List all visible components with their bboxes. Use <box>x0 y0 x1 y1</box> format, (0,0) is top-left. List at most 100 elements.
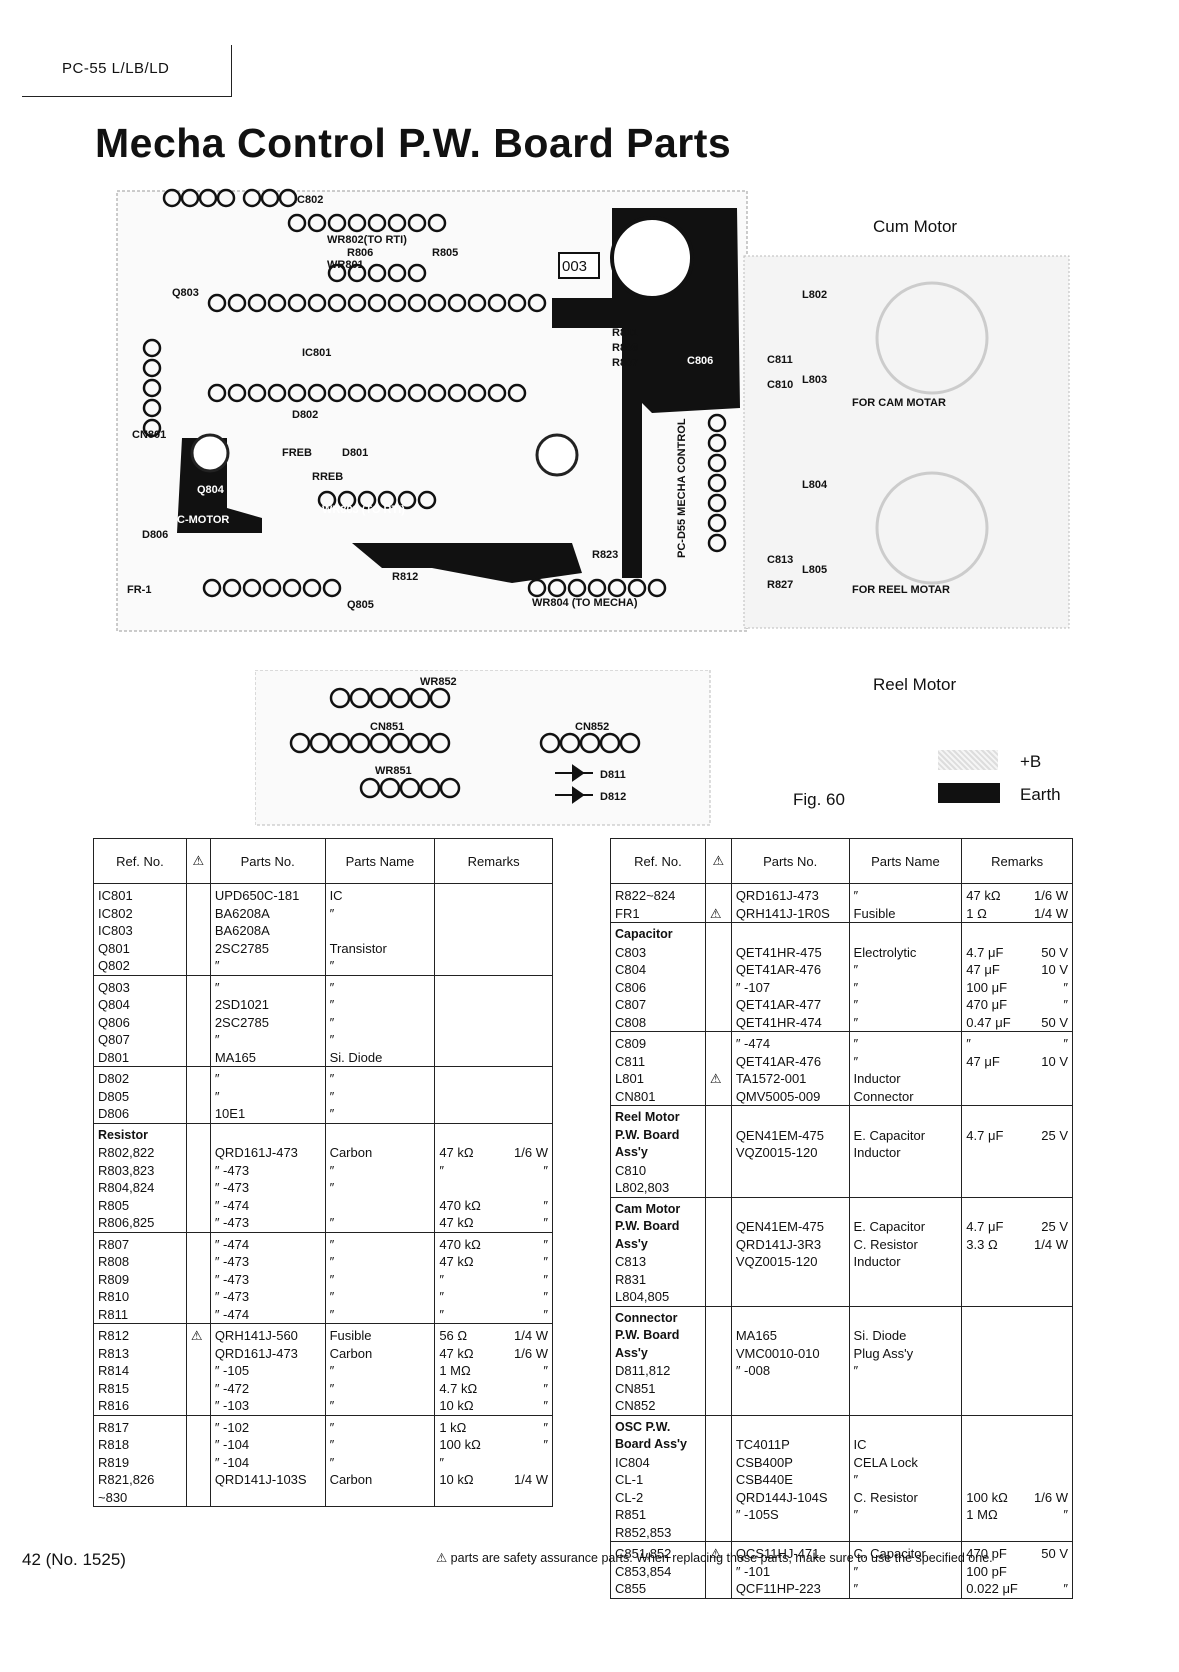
pcb-d802: D802 <box>292 409 318 421</box>
cell-line: ″ <box>329 905 335 921</box>
cell-line: CN851 <box>615 1380 656 1396</box>
safety-cell <box>185 1414 211 1507</box>
cum-motor-label: Cum Motor <box>873 217 958 236</box>
cell-line: R852,853 <box>615 1524 672 1540</box>
pcb-board-name: PC-D55 MECHA CONTROL <box>676 418 688 558</box>
safety-cell <box>185 974 211 1067</box>
col-remarks: Remarks <box>434 838 553 884</box>
cell-line: C851,852 <box>615 1546 672 1561</box>
remark-rating: ″ <box>543 1254 548 1269</box>
pcb-wr803: WR803 (TO RTI) <box>322 504 405 516</box>
remarks-line: ″″ <box>439 1288 548 1306</box>
remark-value: 4.7 μF <box>966 1219 1004 1234</box>
remark-value: 470 kΩ <box>439 1197 481 1213</box>
remark-rating: ″ <box>1063 997 1068 1012</box>
pcb-cn851: CN851 <box>370 721 404 733</box>
remark-value: 4.7 μF <box>966 1127 1004 1143</box>
safety-cell <box>185 1231 211 1324</box>
cell-line: ″ <box>329 1106 335 1121</box>
remark-rating: 1/4 W <box>1034 1236 1068 1252</box>
parts-name-cell: ″″″″″ <box>324 1231 436 1324</box>
cell-line: ″ <box>853 1363 859 1378</box>
pcb-rreb: RREB <box>312 471 343 483</box>
cell-line: ″ <box>853 1507 859 1522</box>
cell-line: C806 <box>615 979 647 995</box>
cell-line: D801 <box>98 1049 130 1065</box>
cell-line: Electrolytic <box>853 944 917 960</box>
remark-value: ″ <box>439 1162 444 1178</box>
safety-cell <box>185 1122 211 1232</box>
cell-line: ″ -474 <box>214 1236 250 1252</box>
cell-line: ⚠ <box>709 1071 722 1086</box>
remark-rating: ″ <box>1063 979 1068 995</box>
section-heading: OSC P.W. Board Ass'y <box>615 1419 687 1452</box>
cell-line: Q807 <box>98 1032 130 1047</box>
legend-earth-label: Earth <box>1020 785 1061 804</box>
page-number: 42 (No. 1525) <box>22 1550 126 1569</box>
cell-line: IC804 <box>615 1454 650 1470</box>
pcb-ic801: IC801 <box>302 347 331 359</box>
pcb-cn852: CN852 <box>575 721 609 733</box>
remark-value: 10 kΩ <box>439 1472 474 1487</box>
col-remarks: Remarks <box>961 838 1073 884</box>
cell-line: ″ <box>329 1071 335 1086</box>
remark-rating: ″ <box>543 1162 548 1178</box>
cell-line: ″ <box>329 1032 335 1047</box>
cell-line: Carbon <box>329 1345 373 1361</box>
cell-line: QRD161J-473 <box>214 1345 298 1361</box>
cell-line: ″ -103 <box>214 1398 250 1413</box>
remark-rating: ″ <box>543 1215 548 1230</box>
pcb-c810: C810 <box>767 379 793 391</box>
remark-value: ″ <box>439 1454 444 1470</box>
cell-line: QMV5005-009 <box>735 1088 821 1104</box>
cell-line: R806,825 <box>98 1215 155 1230</box>
cell-line: FR1 <box>615 905 640 921</box>
remark-value: 100 kΩ <box>439 1437 481 1452</box>
cell-line: ″ -473 <box>214 1254 250 1269</box>
remark-value: ″ <box>966 1036 971 1051</box>
cell-line: ″ -102 <box>214 1419 250 1435</box>
cell-line <box>710 1053 727 1071</box>
cell-line: D811,812 <box>615 1363 671 1378</box>
remark-value: 10 kΩ <box>439 1398 474 1413</box>
cell-line: C813 <box>615 1254 647 1269</box>
cell-line: ″ -101 <box>735 1563 771 1579</box>
cell-line: R819 <box>98 1454 130 1470</box>
remark-rating: 25 V <box>1041 1127 1068 1143</box>
remark-value: 0.022 μF <box>966 1581 1018 1596</box>
cell-line: Si. Diode <box>853 1328 907 1343</box>
cell-line: Q802 <box>98 958 130 973</box>
remark-value: ″ <box>439 1306 444 1322</box>
cell-line: ″ <box>329 1254 335 1269</box>
cell-line: R851 <box>615 1507 647 1522</box>
remarks-line: 100 μF″ <box>966 979 1068 997</box>
cell-line: ″ -107 <box>735 979 771 995</box>
connector-board-diagram: WR852 CN851 CN852 WR851 D811 D812 <box>255 670 711 826</box>
cell-line: R813 <box>98 1345 130 1361</box>
cell-line: QRD141J-103S <box>214 1472 307 1487</box>
cell-line: C808 <box>615 1014 647 1030</box>
cell-line: ″ <box>853 979 859 995</box>
cell-line: ″ -473 <box>214 1289 250 1304</box>
remark-rating: 50 V <box>1041 1014 1068 1030</box>
page-title: Mecha Control P.W. Board Parts <box>95 120 732 166</box>
safety-cell <box>704 1305 732 1415</box>
cell-line: R810 <box>98 1289 130 1304</box>
remark-value: 4.7 kΩ <box>439 1380 478 1396</box>
cell-line: Connector <box>853 1088 914 1104</box>
safety-cell: ⚠ <box>704 883 732 923</box>
cell-line: ″ <box>329 1236 335 1252</box>
cell-line: 2SD1021 <box>214 997 270 1012</box>
